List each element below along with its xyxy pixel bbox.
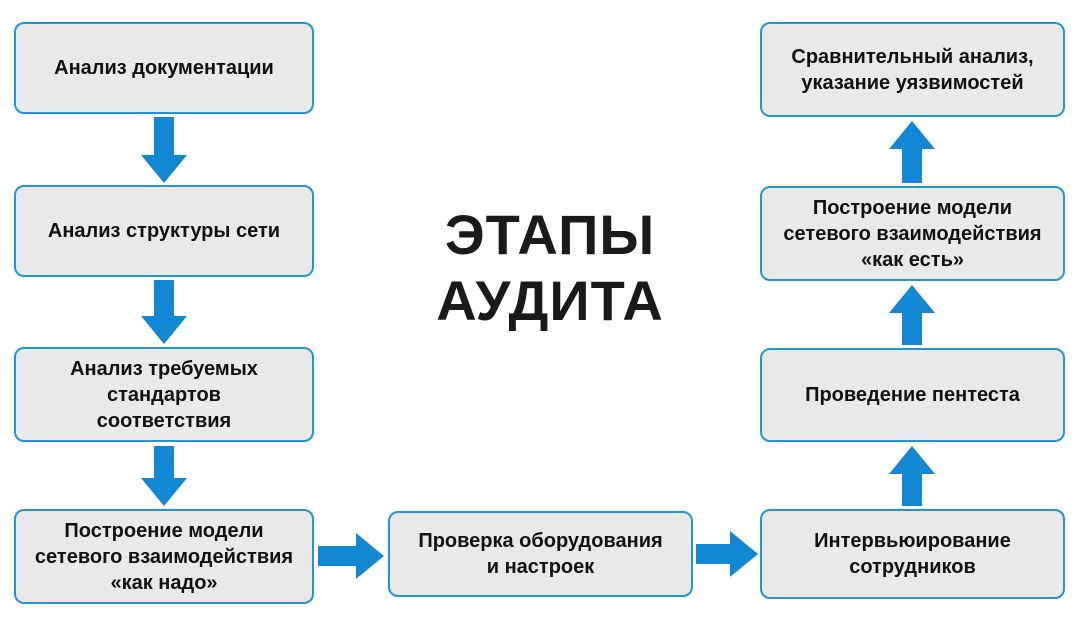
flow-step-pentest: Проведение пентеста — [760, 348, 1065, 442]
diagram-title: ЭТАПЫ АУДИТА — [436, 203, 664, 333]
arrow-down-icon — [141, 446, 187, 506]
arrow-up-icon — [889, 446, 935, 506]
flow-step-interviewing: Интервьюирование сотрудников — [760, 509, 1065, 599]
flow-step-label: Проведение пентеста — [805, 384, 1020, 406]
flow-step-equipment-check: Проверка оборудования и настроек — [388, 511, 693, 597]
arrow-shaft — [902, 149, 922, 183]
arrow-right-icon — [318, 533, 384, 579]
arrow-head — [356, 533, 384, 579]
arrow-up-icon — [889, 285, 935, 345]
arrow-down-icon — [141, 280, 187, 344]
flow-step-standards-analysis: Анализ требуемых стандартов соответствия — [14, 347, 314, 442]
flow-step-label: Интервьюирование сотрудников — [814, 530, 1011, 578]
arrow-down-icon — [141, 117, 187, 183]
arrow-shaft — [696, 544, 730, 564]
arrow-shaft — [154, 280, 174, 316]
flow-step-label: Построение модели сетевого взаимодействи… — [783, 196, 1042, 271]
arrow-right-icon — [696, 531, 758, 577]
arrow-head — [141, 316, 187, 344]
flow-step-label: Анализ требуемых стандартов соответствия — [70, 357, 258, 432]
arrow-head — [141, 478, 187, 506]
arrow-shaft — [318, 546, 356, 566]
flow-step-comparative-analysis: Сравнительный анализ, указание уязвимост… — [760, 22, 1065, 117]
arrow-head — [730, 531, 758, 577]
flow-step-label: Построение модели сетевого взаимодействи… — [34, 519, 294, 594]
arrow-shaft — [902, 474, 922, 506]
arrow-head — [889, 121, 935, 149]
arrow-head — [889, 446, 935, 474]
arrow-shaft — [154, 117, 174, 155]
arrow-shaft — [902, 313, 922, 345]
flow-step-label: Анализ структуры сети — [47, 220, 281, 242]
arrow-up-icon — [889, 121, 935, 183]
flow-step-label: Проверка оборудования и настроек — [418, 530, 663, 578]
arrow-shaft — [154, 446, 174, 478]
flow-step-model-as-is: Построение модели сетевого взаимодействи… — [760, 186, 1065, 281]
flow-step-label: Сравнительный анализ, указание уязвимост… — [791, 45, 1034, 94]
flow-step-doc-analysis: Анализ документации — [14, 22, 314, 114]
flow-step-model-as-should-be: Построение модели сетевого взаимодействи… — [14, 509, 314, 604]
flow-step-label: Анализ документации — [54, 57, 274, 79]
arrow-head — [141, 155, 187, 183]
arrow-head — [889, 285, 935, 313]
flow-step-network-structure: Анализ структуры сети — [14, 185, 314, 277]
